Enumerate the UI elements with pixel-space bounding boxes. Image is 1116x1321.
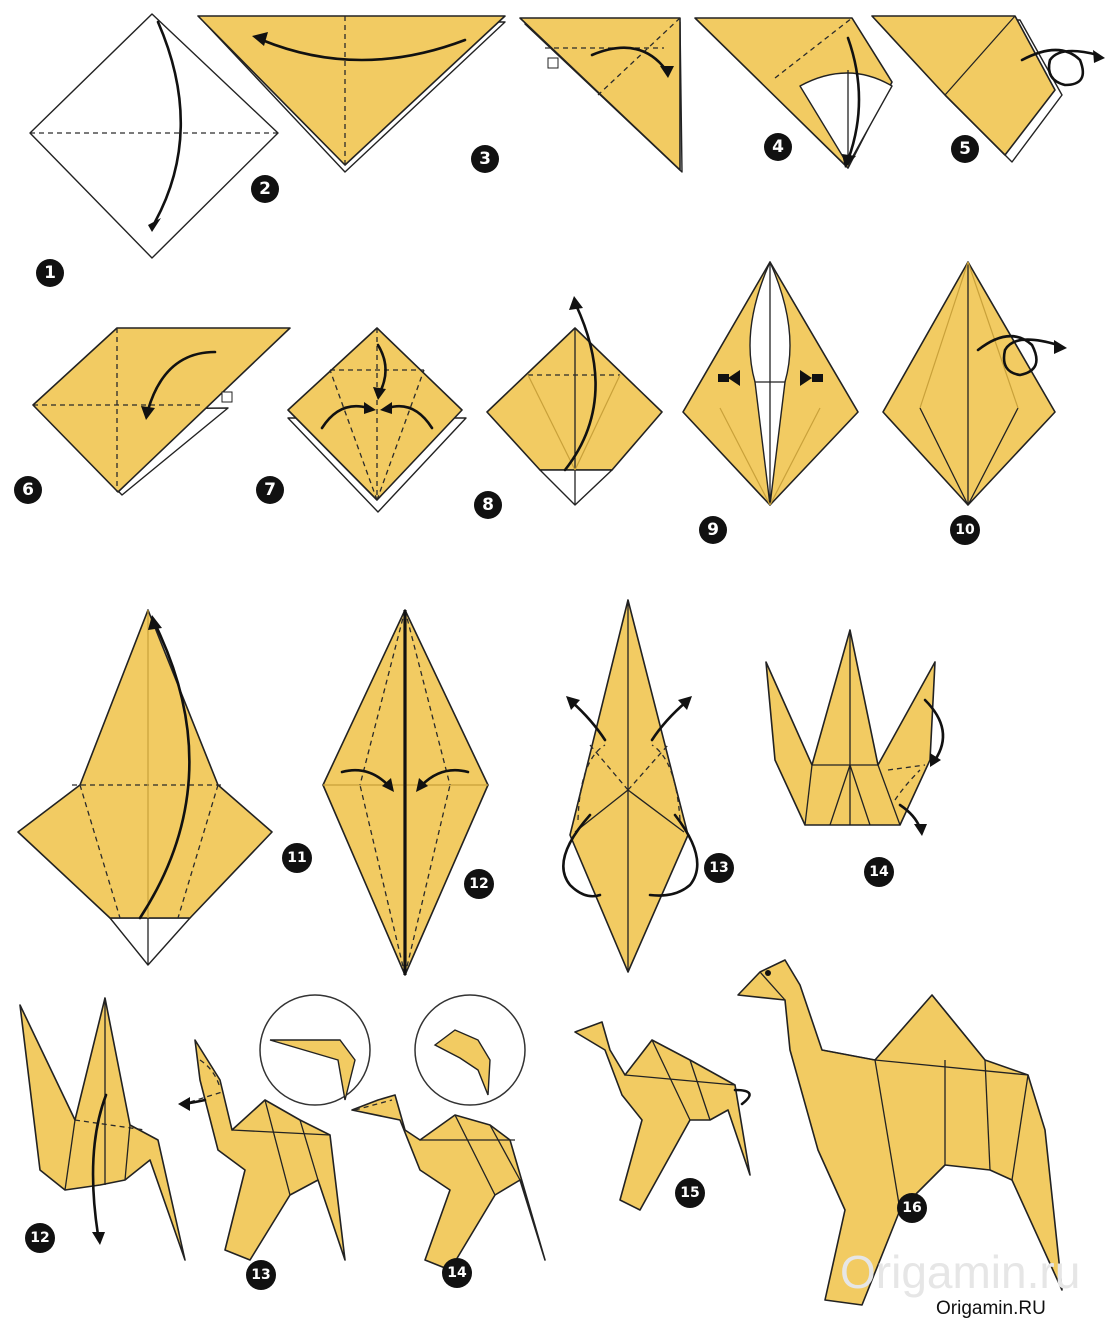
step-badge-16: 16: [897, 1193, 927, 1223]
step-4-figure: [695, 18, 892, 168]
svg-text:6: 6: [22, 480, 34, 500]
step-badge-8: 8: [474, 491, 502, 519]
step-13-figure: [563, 600, 697, 972]
step-15-figure: [575, 1022, 750, 1210]
step-badge-4: 4: [764, 133, 792, 161]
step-badge-13: 13: [704, 853, 734, 883]
step-10-figure: [883, 262, 1067, 505]
step-badge-9: 9: [699, 516, 727, 544]
step-11-figure: [18, 610, 272, 965]
svg-text:14: 14: [447, 1265, 467, 1281]
svg-text:3: 3: [479, 149, 491, 169]
step-13b-figure: [178, 995, 370, 1260]
svg-text:13: 13: [709, 860, 728, 876]
step-12b-figure: [20, 998, 185, 1260]
svg-text:14: 14: [869, 864, 889, 880]
step-14-figure: [766, 630, 943, 836]
step-badge-13b: 13: [246, 1260, 276, 1290]
step-badge-10: 10: [950, 515, 980, 545]
svg-text:10: 10: [955, 522, 975, 538]
step-badge-12: 12: [464, 869, 494, 899]
svg-text:1: 1: [44, 263, 56, 283]
step-badge-14: 14: [864, 857, 894, 887]
svg-text:4: 4: [772, 137, 784, 157]
svg-text:13: 13: [251, 1267, 270, 1283]
watermark: Origamin.ru: [840, 1246, 1080, 1298]
svg-text:12: 12: [469, 876, 488, 892]
svg-text:15: 15: [680, 1185, 699, 1201]
svg-text:11: 11: [287, 850, 306, 866]
step-12-figure: [323, 610, 488, 975]
svg-text:5: 5: [959, 139, 971, 159]
step-badge-7: 7: [256, 476, 284, 504]
step-badge-6: 6: [14, 476, 42, 504]
step-9-figure: [683, 262, 858, 505]
step-5-figure: [872, 16, 1105, 162]
step-3-figure: [520, 18, 682, 172]
svg-text:7: 7: [264, 480, 276, 500]
step-6-figure: [33, 328, 290, 495]
site-credit: Origamin.RU: [936, 1298, 1046, 1319]
step-badge-2: 2: [251, 175, 279, 203]
step-badge-3: 3: [471, 145, 499, 173]
step-badge-14b: 14: [442, 1258, 472, 1288]
svg-text:16: 16: [902, 1200, 921, 1216]
svg-text:9: 9: [707, 520, 719, 540]
step-badge-15: 15: [675, 1178, 705, 1208]
step-badge-1: 1: [36, 259, 64, 287]
step-7-figure: [288, 328, 466, 512]
step-8-figure: [487, 296, 662, 505]
svg-text:8: 8: [482, 495, 494, 515]
svg-text:12: 12: [30, 1230, 49, 1246]
svg-text:2: 2: [259, 179, 271, 199]
step-badge-11: 11: [282, 843, 312, 873]
step-14b-figure: [352, 995, 545, 1270]
step-badge-5: 5: [951, 135, 979, 163]
step-badge-12b: 12: [25, 1223, 55, 1253]
